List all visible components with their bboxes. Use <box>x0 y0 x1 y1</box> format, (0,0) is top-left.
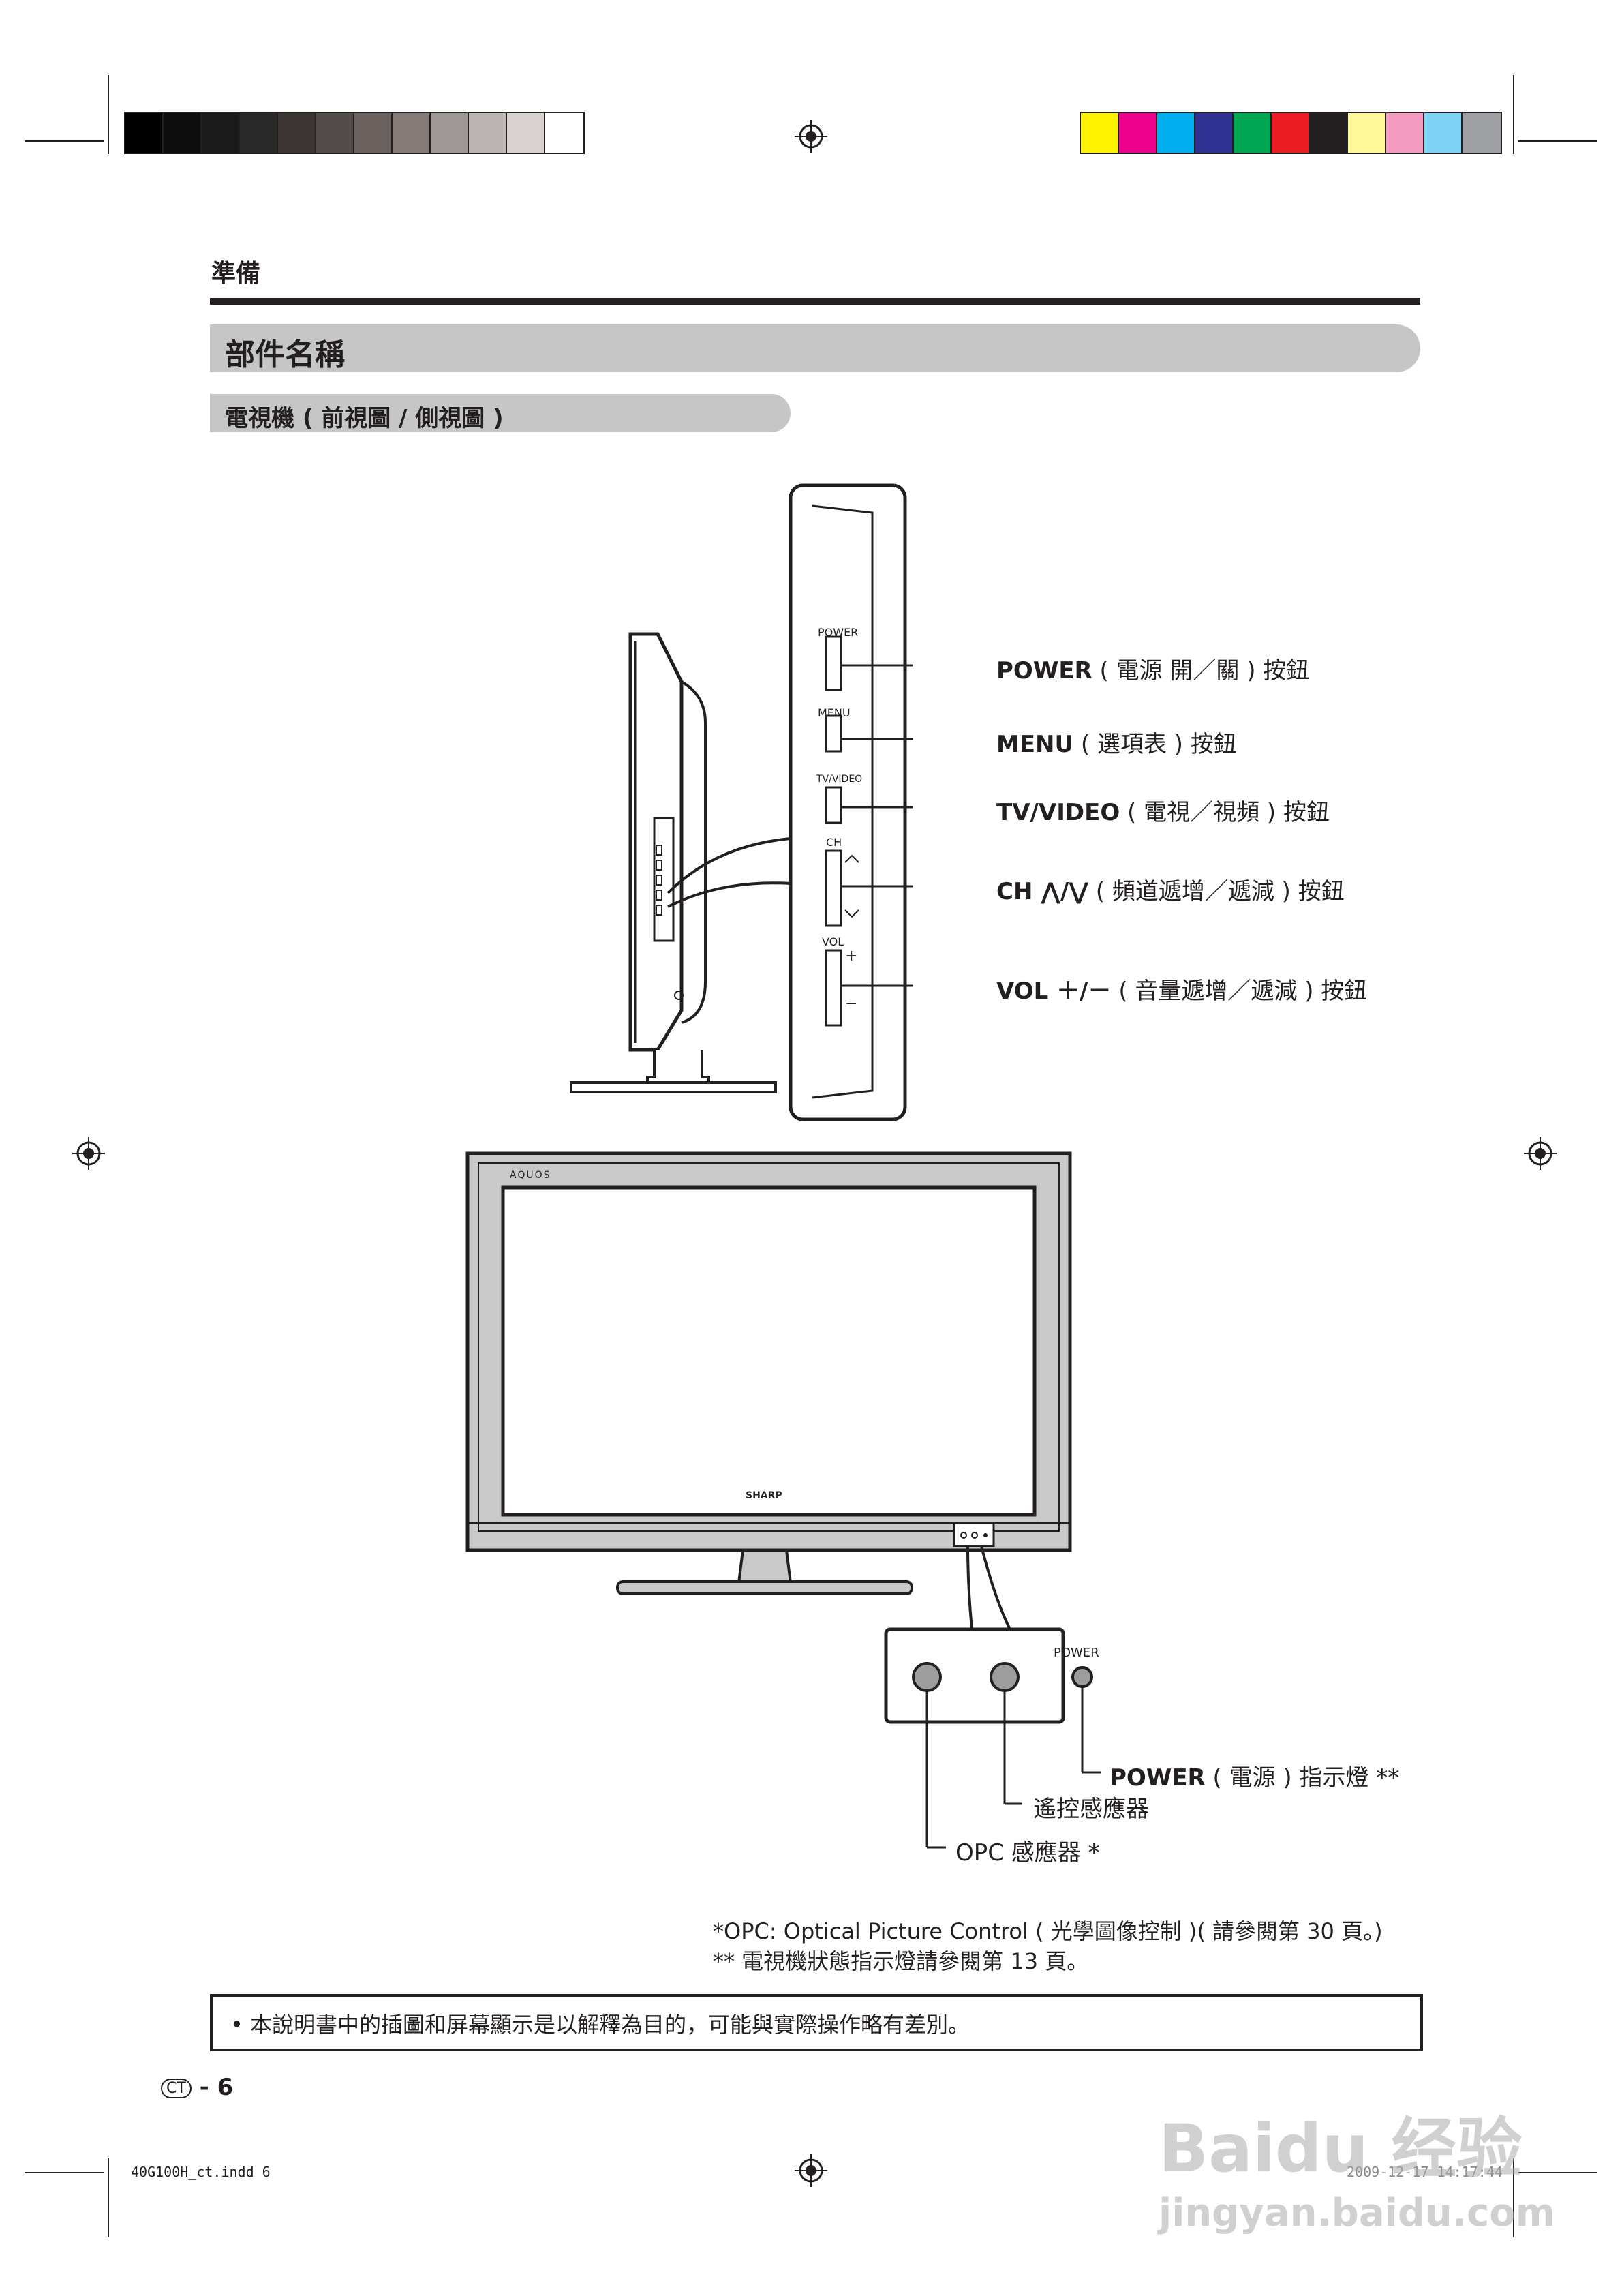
callout-opc-sensor: OPC 感應器 * <box>955 1839 1100 1867</box>
registration-target-icon <box>795 2154 827 2187</box>
sensor-callout-lines <box>925 1666 1101 1849</box>
watermark-brand: Baidu 经验 <box>1159 2111 1522 2187</box>
language-badge: CT <box>161 2079 192 2098</box>
callout-tvvideo-button: TV/VIDEO ( 電視／視頻 ) 按鈕 <box>996 794 1330 827</box>
sensor-power-label: POWER <box>1054 1646 1099 1660</box>
calibration-swatch <box>544 112 585 154</box>
calibration-swatch <box>315 112 356 154</box>
registration-target-icon <box>1524 1137 1557 1170</box>
page-separator: - <box>191 2074 217 2101</box>
calibration-swatch <box>1194 112 1235 154</box>
callout-desc: ( 音量遞增／遞減 ) 按鈕 <box>1111 978 1368 1005</box>
calibration-swatch <box>1080 112 1120 154</box>
callout-desc: ( 電源 ) 指示燈 ** <box>1205 1764 1400 1792</box>
calibration-swatch <box>1385 112 1426 154</box>
tv-front-view-illustration <box>465 1151 1072 1724</box>
callout-vol-button: VOL ＋/－ ( 音量遞增／遞減 ) 按鈕 <box>996 972 1367 1006</box>
callout-key: MENU <box>996 731 1074 758</box>
date-slug: 2009-12-17 14:17:44 <box>1347 2164 1503 2180</box>
side-label-plus: + <box>845 948 858 965</box>
callout-key: VOL ＋/－ <box>996 978 1112 1005</box>
callout-key: POWER <box>996 657 1092 684</box>
callout-desc: ( 電源 開／關 ) 按鈕 <box>1092 657 1310 684</box>
side-label-tvvideo: TV/VIDEO <box>816 774 863 785</box>
callout-menu-button: MENU ( 選項表 ) 按鈕 <box>996 725 1237 759</box>
header-rule <box>210 298 1420 305</box>
registration-target-icon <box>72 1137 105 1170</box>
tv-brand-bottom: SHARP <box>746 1490 782 1501</box>
watermark-url: jingyan.baidu.com <box>1159 2191 1556 2235</box>
calibration-swatch <box>1347 112 1388 154</box>
footnote-opc: *OPC: Optical Picture Control ( 光學圖像控制 )… <box>713 1918 1383 1944</box>
page-number-value: 6 <box>217 2074 234 2101</box>
calibration-swatch <box>1270 112 1311 154</box>
side-label-vol: VOL <box>822 935 844 948</box>
calibration-swatch <box>1232 112 1273 154</box>
calibration-swatch <box>429 112 470 154</box>
calibration-swatch <box>200 112 241 154</box>
calibration-swatch <box>277 112 318 154</box>
calibration-swatch <box>391 112 432 154</box>
callout-ch-button: CH ⋀/⋁ ( 頻道遞增／遞減 ) 按鈕 <box>996 873 1345 906</box>
callout-remote-sensor: 遙控感應器 <box>1033 1796 1149 1823</box>
callout-desc: ( 電視／視頻 ) 按鈕 <box>1120 799 1330 826</box>
tv-brand-top: AQUOS <box>510 1170 551 1181</box>
calibration-swatch <box>239 112 279 154</box>
calibration-swatch <box>1118 112 1159 154</box>
footnote-status: ** 電視機狀態指示燈請參閱第 13 頁。 <box>713 1948 1089 1974</box>
callout-power-button: POWER ( 電源 開／關 ) 按鈕 <box>996 652 1309 685</box>
side-label-minus: − <box>845 995 858 1012</box>
callout-key: CH ⋀/⋁ <box>996 878 1088 905</box>
calibration-swatch <box>1461 112 1502 154</box>
page-title: 部件名稱 <box>225 337 345 372</box>
tv-side-view-illustration <box>570 483 913 1121</box>
file-slug: 40G100H_ct.indd 6 <box>131 2164 271 2180</box>
calibration-swatch <box>1156 112 1197 154</box>
calibration-swatch <box>353 112 394 154</box>
page-title-bar: 部件名稱 <box>210 324 1420 372</box>
side-label-ch: CH <box>826 836 842 849</box>
registration-target-icon <box>795 120 827 153</box>
callout-key: TV/VIDEO <box>996 799 1120 826</box>
subtitle: 電視機 ( 前視圖 / 側視圖 ) <box>225 405 504 432</box>
section-label: 準備 <box>211 260 261 288</box>
side-label-menu: MENU <box>818 706 851 719</box>
callout-desc: ( 選項表 ) 按鈕 <box>1073 731 1237 758</box>
calibration-swatch <box>1309 112 1349 154</box>
calibration-swatch <box>506 112 547 154</box>
side-label-power: POWER <box>818 626 859 639</box>
calibration-swatch <box>162 112 203 154</box>
callout-key: POWER <box>1110 1764 1206 1792</box>
callout-power-indicator: POWER ( 電源 ) 指示燈 ** <box>1110 1759 1399 1792</box>
page-number: CT - 6 <box>161 2074 233 2101</box>
callout-desc: ( 頻道遞增／遞減 ) 按鈕 <box>1088 878 1345 905</box>
notice-text: • 本說明書中的插圖和屏幕顯示是以解釋為目的，可能與實際操作略有差別。 <box>230 2012 970 2038</box>
subtitle-bar: 電視機 ( 前視圖 / 側視圖 ) <box>210 394 791 432</box>
calibration-swatch <box>1423 112 1464 154</box>
calibration-swatch <box>468 112 508 154</box>
notice-box: • 本說明書中的插圖和屏幕顯示是以解釋為目的，可能與實際操作略有差別。 <box>210 1994 1423 2051</box>
calibration-swatch <box>124 112 165 154</box>
